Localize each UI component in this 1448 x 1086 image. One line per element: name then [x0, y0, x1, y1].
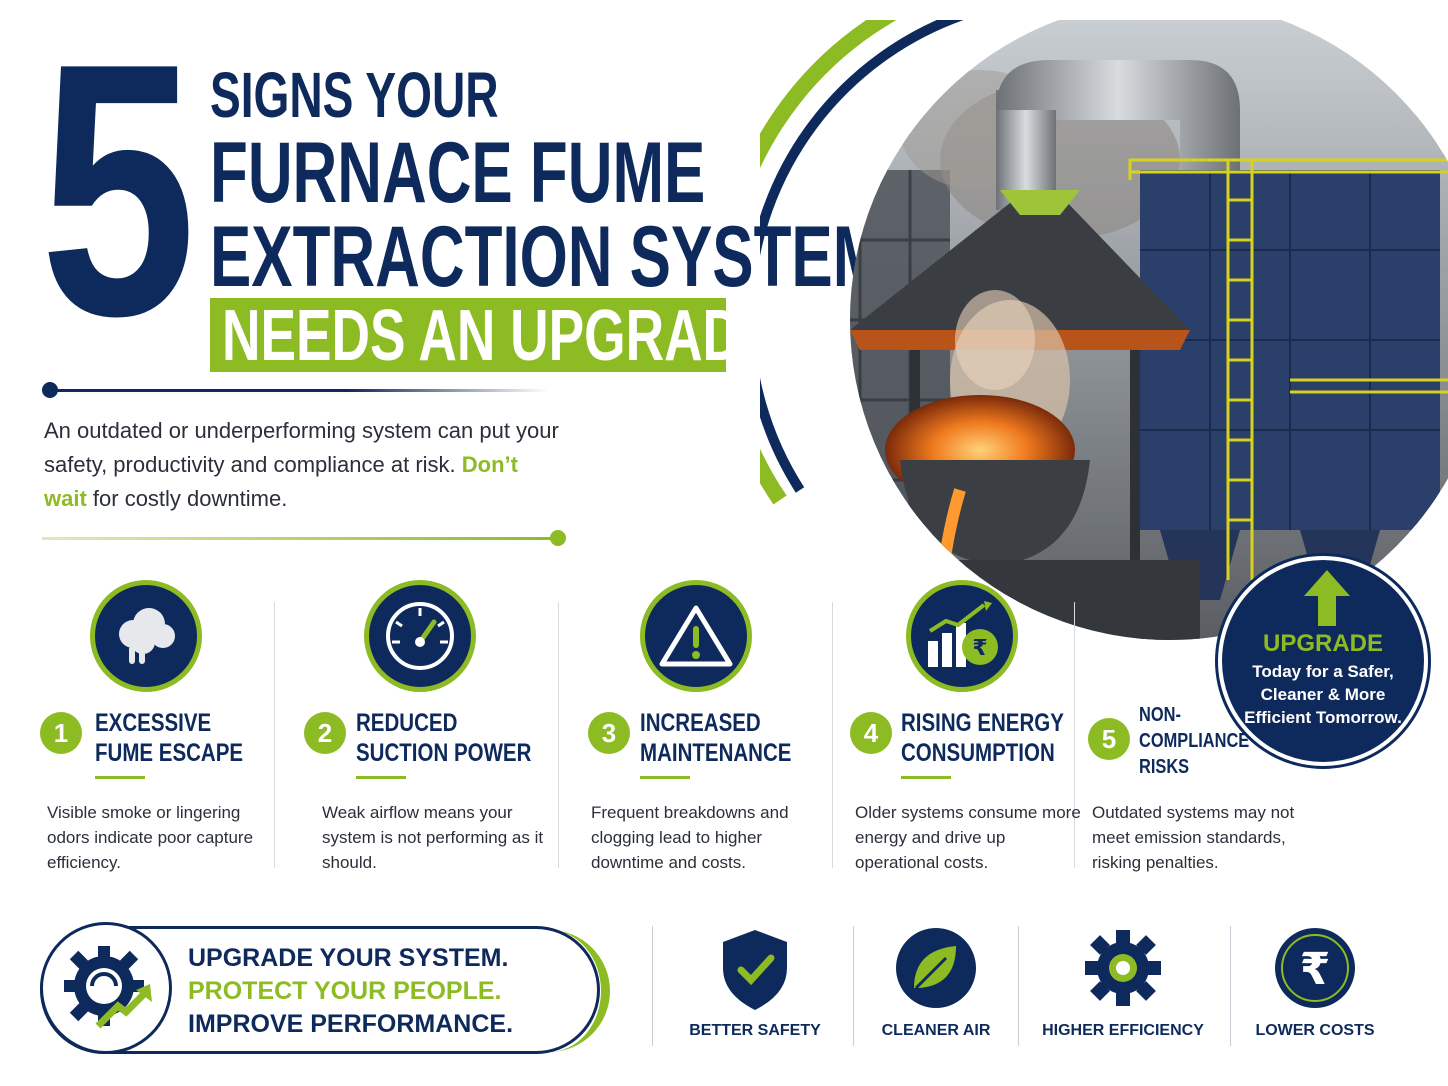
sign-number-1: 1 — [40, 712, 82, 754]
headline-line-3: EXTRACTION SYSTEM — [210, 209, 885, 305]
sign-description-4: Older systems consume more energy and dr… — [855, 803, 1081, 872]
benefit-label: LOWER COSTS — [1255, 1022, 1375, 1039]
navy-arc — [760, 20, 964, 493]
rupee-icon: ₹ — [1275, 928, 1355, 1008]
sign-description-5: Outdated systems may not meet emission s… — [1092, 803, 1295, 872]
sign-divider — [1074, 602, 1075, 868]
badge-title: UPGRADE — [1262, 630, 1383, 657]
sign-number-3: 3 — [588, 712, 630, 754]
benefit-label: CLEANER AIR — [881, 1022, 991, 1039]
divider-green — [42, 537, 556, 540]
intro-text: An outdated or underperforming system ca… — [44, 418, 559, 477]
smoke-cloud-icon — [90, 580, 202, 692]
intro-text-end: for costly downtime. — [86, 486, 288, 511]
divider-green-dot — [550, 530, 566, 546]
divider-navy — [48, 389, 548, 392]
benefit-lower-costs: ₹ LOWER COSTS — [1250, 924, 1380, 1039]
big-number-five: 5 — [40, 0, 196, 391]
benefit-label: BETTER SAFETY — [689, 1022, 821, 1039]
headline-line-1: SIGNS YOUR — [210, 59, 499, 131]
svg-text:₹: ₹ — [1300, 944, 1331, 995]
benefit-better-safety: BETTER SAFETY — [680, 924, 830, 1039]
benefit-cleaner-air: CLEANER AIR — [868, 924, 1004, 1039]
leaf-icon — [896, 928, 976, 1008]
sign-description-3: Frequent breakdowns and clogging lead to… — [591, 803, 789, 872]
headline-line-2: FURNACE FUME — [210, 125, 706, 221]
svg-text:₹: ₹ — [972, 636, 987, 661]
sign-description-1: Visible smoke or lingering odors indicat… — [47, 803, 254, 872]
furnace-illustration — [760, 20, 1448, 640]
gauge-icon — [364, 580, 476, 692]
divider-navy-dot — [42, 382, 58, 398]
banner-line-3: IMPROVE PERFORMANCE. — [188, 1010, 514, 1038]
rupee-chart-icon: ₹ — [906, 580, 1018, 692]
sign-divider — [832, 602, 833, 868]
sign-number-2: 2 — [304, 712, 346, 754]
banner-accent — [520, 930, 610, 1052]
sign-number-5: 5 — [1088, 718, 1130, 760]
up-arrow-icon — [1304, 570, 1350, 626]
intro-paragraph: An outdated or underperforming system ca… — [44, 414, 564, 516]
benefit-divider — [652, 926, 653, 1046]
headline-highlight-bar: NEEDS AN UPGRADE — [210, 298, 777, 374]
gear-icon — [1085, 930, 1161, 1006]
sign-underline — [95, 776, 145, 779]
headline-highlight-text: NEEDS AN UPGRADE — [222, 296, 777, 376]
sign-description-2: Weak airflow means your system is not pe… — [322, 803, 544, 872]
badge-text: Today for a Safer, Cleaner & More Effici… — [1244, 662, 1402, 727]
green-arc — [760, 20, 897, 505]
sign-underline — [901, 776, 951, 779]
sign-divider — [558, 602, 559, 868]
benefit-divider — [1018, 926, 1019, 1046]
shield-check-icon — [723, 930, 787, 1010]
benefit-divider — [853, 926, 854, 1046]
benefit-higher-efficiency: HIGHER EFFICIENCY — [1040, 924, 1206, 1039]
banner-line-2: PROTECT YOUR PEOPLE. — [188, 977, 502, 1005]
sign-number-4: 4 — [850, 712, 892, 754]
benefit-divider — [1230, 926, 1231, 1046]
sign-underline — [640, 776, 690, 779]
intro-highlight: Don’t wait — [44, 452, 518, 511]
banner-line-1: UPGRADE YOUR SYSTEM. — [188, 944, 509, 972]
warning-icon — [640, 580, 752, 692]
sign-divider — [274, 602, 275, 868]
benefit-label: HIGHER EFFICIENCY — [1042, 1022, 1204, 1039]
sign-underline — [356, 776, 406, 779]
gear-growth-icon — [40, 922, 172, 1054]
upgrade-badge: UPGRADE Today for a Safer, Cleaner & Mor… — [1218, 556, 1428, 766]
